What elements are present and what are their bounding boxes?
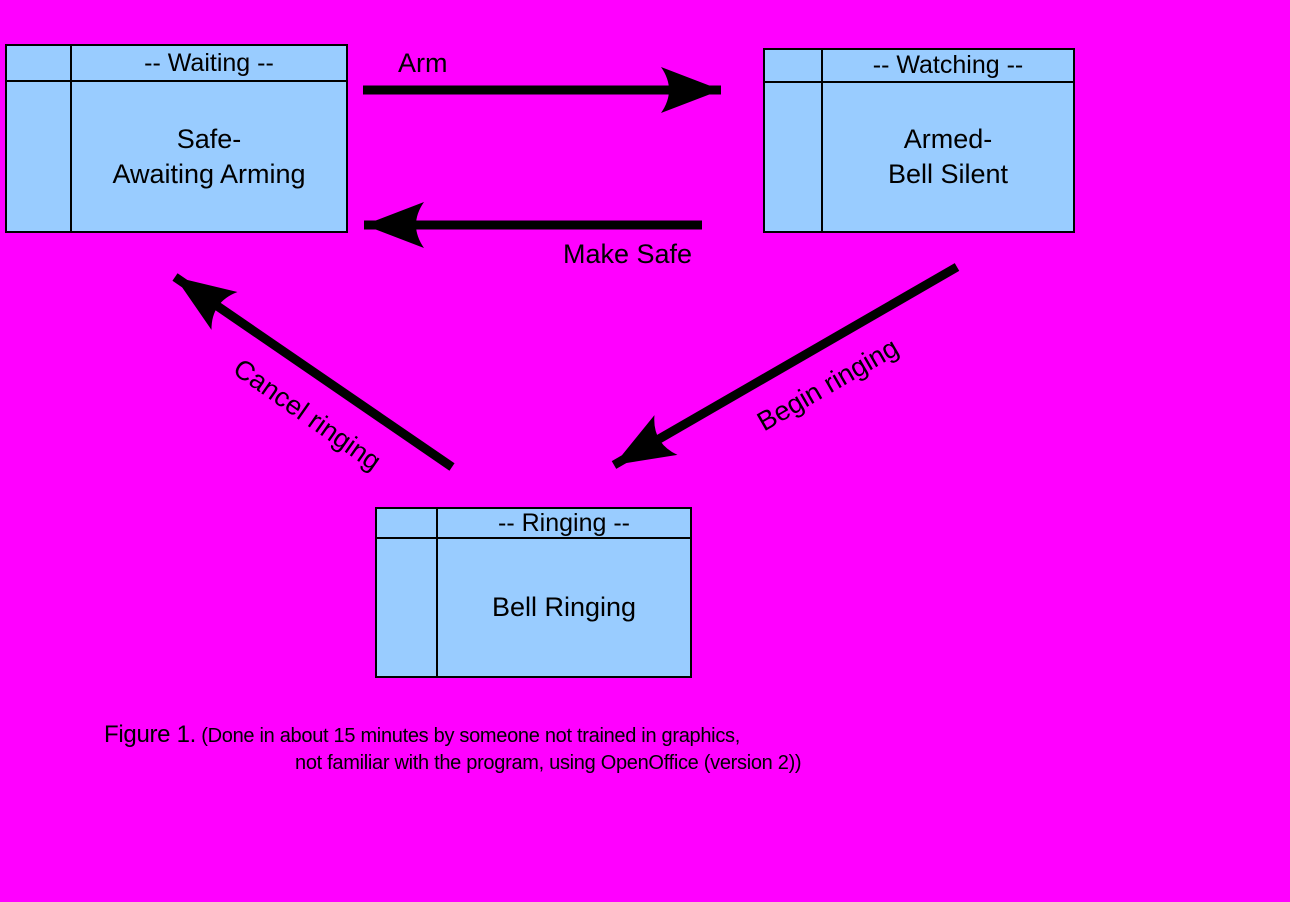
watching-header: -- Watching -- (823, 50, 1073, 83)
arrow-label-begin-ringing: Begin ringing (751, 332, 904, 437)
waiting-header: -- Waiting -- (72, 46, 346, 82)
watching-left-header-cell (765, 50, 823, 83)
waiting-left-header-cell (7, 46, 72, 82)
ringing-header: -- Ringing -- (438, 509, 690, 539)
arrow-begin-ringing (611, 263, 960, 469)
state-box-watching: -- Watching -- Armed- Bell Silent (763, 48, 1075, 233)
ringing-body: Bell Ringing (491, 592, 637, 622)
figure-caption: Figure 1. (Done in about 15 minutes by s… (104, 721, 802, 776)
waiting-left-column (7, 82, 72, 231)
caption-note-line-2: not familiar with the program, using Ope… (295, 752, 802, 774)
figure-number: Figure 1. (104, 721, 197, 748)
caption-note-line-1: (Done in about 15 minutes by someone not… (201, 725, 740, 747)
watching-body: Armed- Bell Silent (887, 124, 1009, 189)
caption-line-1: Figure 1. (Done in about 15 minutes by s… (104, 721, 801, 750)
arrow-label-arm: Arm (398, 48, 448, 78)
state-box-ringing: -- Ringing -- Bell Ringing (375, 507, 692, 678)
state-box-waiting: -- Waiting -- Safe- Awaiting Arming (5, 44, 348, 233)
arrow-label-cancel-ringing: Cancel ringing (227, 352, 387, 477)
watching-left-column (765, 83, 823, 231)
arrow-label-make-safe: Make Safe (563, 239, 693, 269)
ringing-left-header-cell (377, 509, 438, 539)
waiting-body: Safe- Awaiting Arming (112, 123, 306, 189)
ringing-left-column (377, 539, 438, 676)
